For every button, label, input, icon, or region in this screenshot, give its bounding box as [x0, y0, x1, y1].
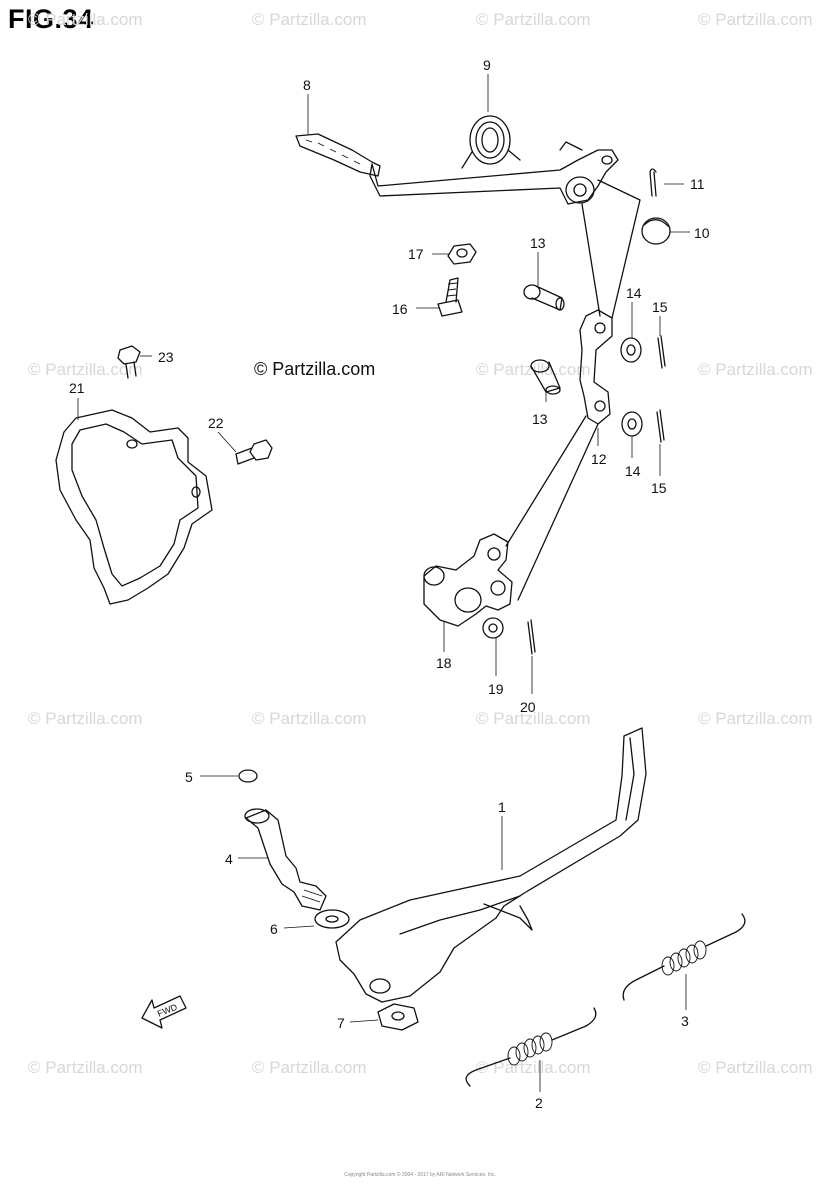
watermark: © Partzilla.com: [698, 1058, 813, 1077]
watermark: © Partzilla.com: [28, 1058, 143, 1077]
spring-2: [465, 1007, 597, 1087]
callout-18: 18: [436, 655, 452, 671]
callout-22: 22: [208, 415, 224, 431]
partzilla-mark: © Partzilla.com: [254, 359, 376, 379]
linkage-rod: [581, 179, 641, 319]
callout-19: 19: [488, 681, 504, 697]
forward-arrow: FWD: [141, 995, 187, 1029]
callout-15-lower: 15: [651, 480, 667, 496]
watermark: © Partzilla.com: [476, 1058, 591, 1077]
watermark: © Partzilla.com: [252, 709, 367, 728]
return-spring: [461, 115, 521, 169]
callout-1: 1: [498, 799, 506, 815]
watermark: © Partzilla.com: [476, 10, 591, 29]
callout-21: 21: [69, 380, 85, 396]
callout-23: 23: [158, 349, 174, 365]
callout-13-lower: 13: [532, 411, 548, 427]
callout-3: 3: [681, 1013, 689, 1029]
nut-7: [377, 1003, 419, 1031]
callout-6: 6: [270, 921, 278, 937]
callout-8: 8: [303, 77, 311, 93]
leader-lines: [77, 74, 690, 1092]
brake-rod: [505, 415, 599, 601]
cotter-pin-15-upper: [657, 335, 666, 369]
figure-title: FIG.34: [8, 4, 94, 34]
washer-19: [482, 617, 504, 639]
clevis-pin-lower: [530, 359, 561, 395]
callout-17: 17: [408, 246, 424, 262]
callout-2: 2: [535, 1095, 543, 1111]
callout-16: 16: [392, 301, 408, 317]
callout-4: 4: [225, 851, 233, 867]
pivot-bolt: [244, 808, 327, 911]
nut-17: [447, 243, 477, 265]
brake-cam-lever: [423, 533, 513, 627]
side-stand: [335, 727, 647, 1003]
washer-14-lower: [621, 411, 643, 437]
watermark: © Partzilla.com: [252, 1058, 367, 1077]
clevis-pin-upper: [523, 284, 565, 311]
washer-6: [314, 909, 350, 929]
washer-14-upper: [620, 337, 642, 363]
brake-pedal-arm: [295, 133, 619, 205]
callout-10: 10: [694, 225, 710, 241]
callout-13-upper: 13: [530, 235, 546, 251]
callout-11: 11: [690, 176, 705, 192]
cotter-pin-20: [527, 619, 536, 655]
callout-14-upper: 14: [626, 285, 642, 301]
callout-20: 20: [520, 699, 536, 715]
callout-9: 9: [483, 57, 491, 73]
callout-12: 12: [591, 451, 607, 467]
bolt-23: [117, 345, 141, 379]
cap-5: [238, 769, 258, 783]
bolt-22: [235, 439, 273, 465]
watermark: © Partzilla.com: [28, 709, 143, 728]
copyright-notice: Copyright Partzilla.com © 2004 - 2017 by…: [344, 1172, 496, 1178]
watermark: © Partzilla.com: [252, 10, 367, 29]
callout-5: 5: [185, 769, 193, 785]
callout-numbers: 8 9 11 10 17 13 16 14 15 23 21 22 13 12 …: [69, 57, 710, 1111]
watermark: © Partzilla.com: [476, 709, 591, 728]
callout-15-upper: 15: [652, 299, 668, 315]
watermark: © Partzilla.com: [698, 709, 813, 728]
link-lever: [579, 309, 613, 425]
watermark: © Partzilla.com: [698, 360, 813, 379]
cotter-pin-15-lower: [656, 409, 665, 443]
bolt-16: [437, 277, 463, 317]
cotter-pin-11: [649, 168, 657, 197]
callout-14-lower: 14: [625, 463, 641, 479]
watermark: © Partzilla.com: [28, 360, 143, 379]
watermark: © Partzilla.com: [28, 10, 143, 29]
watermark: © Partzilla.com: [698, 10, 813, 29]
spring-3: [622, 913, 746, 1001]
cap-10: [641, 217, 671, 245]
callout-7: 7: [337, 1015, 345, 1031]
heel-guard-cover: [55, 409, 213, 605]
